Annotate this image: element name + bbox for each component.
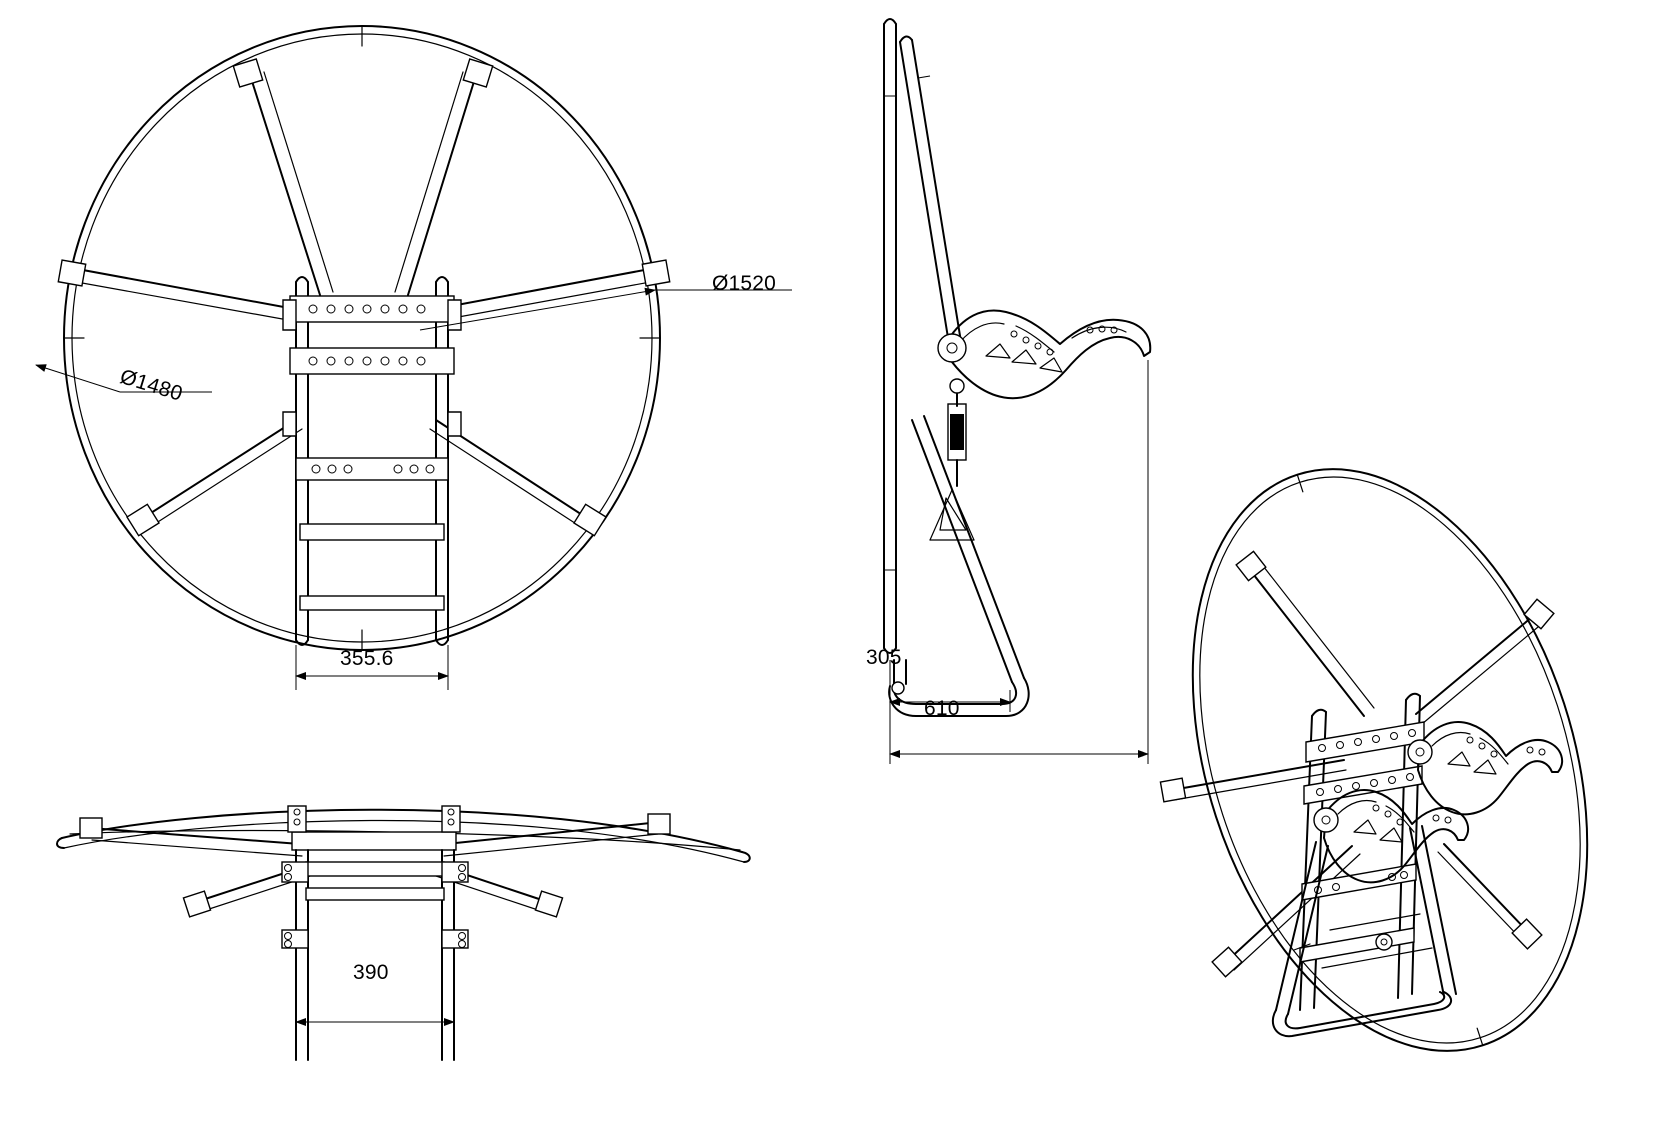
cross-rail-foot [299, 523, 445, 611]
dim-label-355-6: 355.6 [340, 647, 394, 670]
iso-cage-spokes [1159, 550, 1555, 978]
iso-cage-outer-ring [1191, 468, 1589, 1052]
arm-rest-profile [937, 309, 1152, 400]
dim-390 [295, 1000, 455, 1040]
cross-rail-mid [289, 347, 455, 375]
side-elevation-view [883, 18, 1152, 764]
iso-arm-rest-left [1313, 789, 1470, 884]
iso-cage-inner-ring [1199, 476, 1581, 1044]
spoke-brackets [282, 299, 462, 437]
isometric-view [1159, 468, 1589, 1052]
cage-inner-ring [71, 33, 653, 643]
top-cage-front-edge [61, 808, 743, 853]
leg-stand [888, 415, 1030, 717]
cross-rail-upper [289, 295, 455, 323]
cross-rail-lower [295, 457, 449, 481]
top-cage-front-edge-2 [63, 819, 745, 863]
dim-diameter-1480 [35, 364, 212, 393]
top-center-frame [281, 805, 469, 1061]
dim-610 [889, 360, 1149, 764]
top-plan-view [56, 805, 751, 1061]
dim-label-610: 610 [924, 697, 960, 720]
iso-leg-stand [1271, 825, 1457, 1038]
side-frame-upright [899, 35, 963, 351]
dim-diameter-1520 [419, 287, 792, 331]
cage-outer-ring [63, 25, 661, 651]
ring-splice-marks [63, 25, 661, 651]
dim-305 [889, 660, 1011, 712]
dim-label-390: 390 [353, 961, 389, 984]
dim-label-305: 305 [866, 646, 902, 669]
iso-arm-rest-right [1407, 721, 1564, 816]
dim-label-dia-1520: Ø1520 [712, 272, 777, 295]
dim-355-6 [295, 645, 449, 690]
iso-frame-body [1299, 692, 1425, 1011]
gas-strut [947, 378, 967, 487]
front-elevation-view [35, 25, 792, 690]
